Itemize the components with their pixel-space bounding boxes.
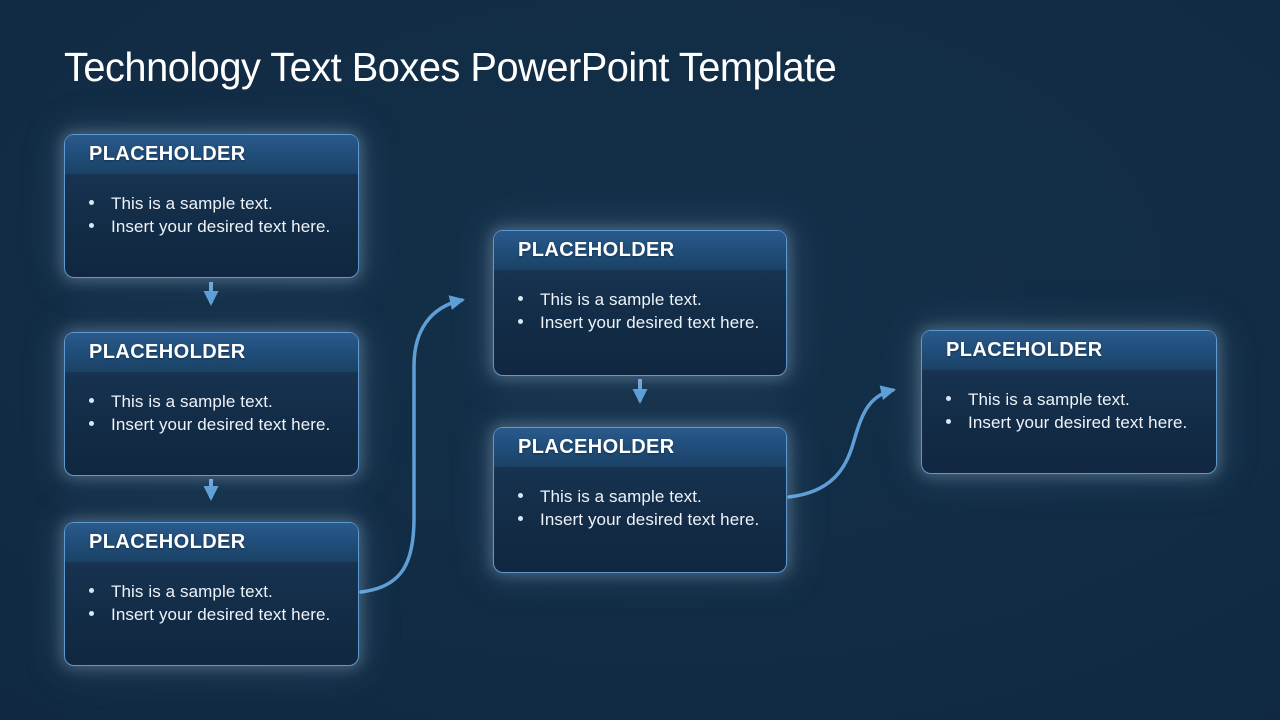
bullet-dot-icon	[518, 516, 523, 521]
box-body: This is a sample text. Insert your desir…	[65, 373, 358, 436]
bullet-text: Insert your desired text here.	[111, 415, 331, 434]
box-header: PLACEHOLDER	[65, 135, 358, 175]
bullet-item: This is a sample text.	[518, 288, 772, 311]
bullet-item: This is a sample text.	[89, 390, 344, 413]
text-box-3[interactable]: PLACEHOLDER This is a sample text. Inser…	[64, 522, 359, 666]
bullet-text: This is a sample text.	[968, 390, 1130, 409]
box-header: PLACEHOLDER	[65, 333, 358, 373]
box-body: This is a sample text. Insert your desir…	[65, 175, 358, 238]
bullet-text: Insert your desired text here.	[111, 605, 331, 624]
bullet-text: Insert your desired text here.	[968, 413, 1188, 432]
bullet-dot-icon	[946, 419, 951, 424]
curved-arrow-icon-1	[359, 295, 465, 594]
text-box-1[interactable]: PLACEHOLDER This is a sample text. Inser…	[64, 134, 359, 278]
bullet-item: Insert your desired text here.	[946, 411, 1202, 434]
bullet-text: This is a sample text.	[111, 582, 273, 601]
bullet-text: This is a sample text.	[540, 290, 702, 309]
bullet-text: This is a sample text.	[111, 392, 273, 411]
text-box-6[interactable]: PLACEHOLDER This is a sample text. Inser…	[921, 330, 1217, 474]
bullet-item: Insert your desired text here.	[518, 508, 772, 531]
text-box-5[interactable]: PLACEHOLDER This is a sample text. Inser…	[493, 427, 787, 573]
bullet-dot-icon	[89, 421, 94, 426]
box-header: PLACEHOLDER	[65, 523, 358, 563]
bullet-dot-icon	[89, 611, 94, 616]
box-header: PLACEHOLDER	[922, 331, 1216, 371]
bullet-dot-icon	[89, 223, 94, 228]
box-header: PLACEHOLDER	[494, 231, 786, 271]
bullet-text: This is a sample text.	[111, 194, 273, 213]
curved-arrow-icon-2	[787, 385, 896, 499]
bullet-text: Insert your desired text here.	[540, 510, 760, 529]
bullet-dot-icon	[946, 396, 951, 401]
box-body: This is a sample text. Insert your desir…	[494, 468, 786, 531]
slide-title[interactable]: Technology Text Boxes PowerPoint Templat…	[64, 44, 837, 90]
bullet-item: Insert your desired text here.	[89, 603, 344, 626]
bullet-dot-icon	[89, 200, 94, 205]
box-body: This is a sample text. Insert your desir…	[494, 271, 786, 334]
bullet-text: Insert your desired text here.	[111, 217, 331, 236]
box-header: PLACEHOLDER	[494, 428, 786, 468]
bullet-item: This is a sample text.	[946, 388, 1202, 411]
bullet-item: This is a sample text.	[518, 485, 772, 508]
bullet-item: Insert your desired text here.	[89, 413, 344, 436]
bullet-item: Insert your desired text here.	[89, 215, 344, 238]
bullet-text: Insert your desired text here.	[540, 313, 760, 332]
bullet-dot-icon	[89, 398, 94, 403]
bullet-dot-icon	[518, 296, 523, 301]
bullet-text: This is a sample text.	[540, 487, 702, 506]
bullet-item: Insert your desired text here.	[518, 311, 772, 334]
bullet-dot-icon	[518, 493, 523, 498]
box-body: This is a sample text. Insert your desir…	[922, 371, 1216, 434]
bullet-dot-icon	[518, 319, 523, 324]
bullet-dot-icon	[89, 588, 94, 593]
bullet-item: This is a sample text.	[89, 580, 344, 603]
text-box-2[interactable]: PLACEHOLDER This is a sample text. Inser…	[64, 332, 359, 476]
text-box-4[interactable]: PLACEHOLDER This is a sample text. Inser…	[493, 230, 787, 376]
bullet-item: This is a sample text.	[89, 192, 344, 215]
box-body: This is a sample text. Insert your desir…	[65, 563, 358, 626]
